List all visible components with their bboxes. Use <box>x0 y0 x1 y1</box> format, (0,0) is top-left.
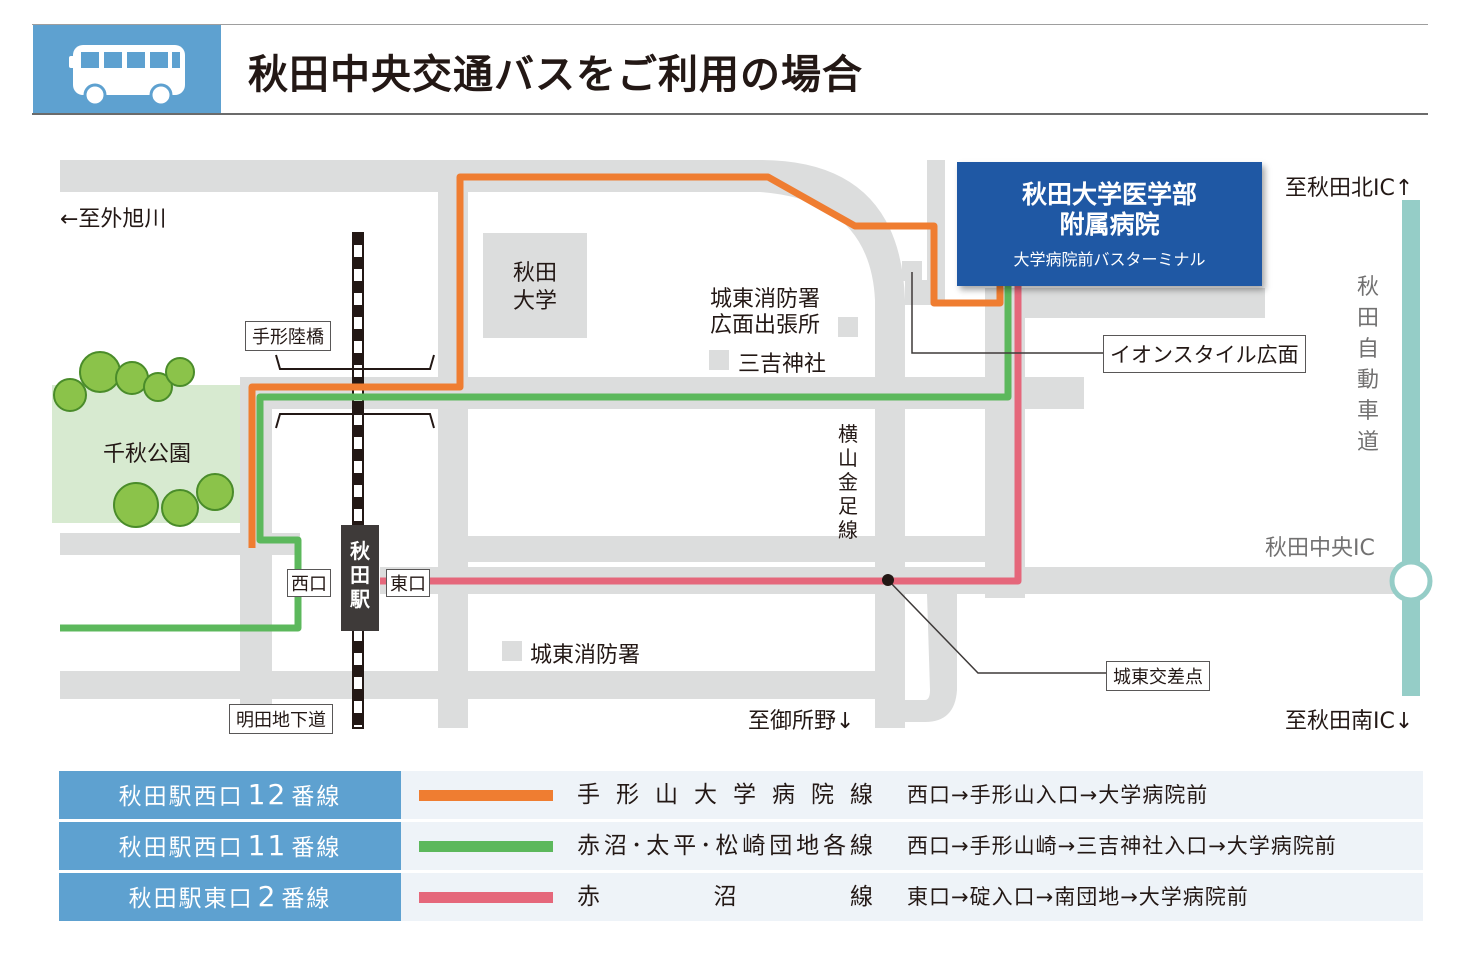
legend-line-name: 赤沼線 <box>577 884 873 910</box>
legend-line-name: 赤沼･太平･松崎団地各線 <box>577 833 873 859</box>
header-icon-box <box>33 25 221 113</box>
route-map <box>52 160 1433 729</box>
aeon-style-label: イオンスタイル広面 <box>1103 335 1306 373</box>
fire-branch-marker <box>838 317 858 337</box>
shrine-marker <box>709 350 729 370</box>
intersection-label: 城東交差点 <box>1106 661 1210 691</box>
expressway <box>1402 200 1420 696</box>
expressway-label: 秋田自動車道 <box>1356 275 1379 455</box>
hospital-box: 秋田大学医学部 附属病院 大学病院前バスターミナル <box>957 162 1262 286</box>
legend-line-name: 手形山大学病院線 <box>577 782 873 808</box>
bridge-label: 手形陸橋 <box>245 321 331 351</box>
bus-icon <box>69 45 185 107</box>
fire-branch-label: 城東消防署 広面出張所 <box>710 287 821 338</box>
orange-route <box>248 173 1004 548</box>
legend-pink-swatch <box>419 892 553 903</box>
direction-goshono: 至御所野↓ <box>748 709 855 734</box>
interchange-marker <box>1389 559 1433 603</box>
east-exit-label: 東口 <box>386 569 430 597</box>
legend-path: 西口→手形山入口→大学病院前 <box>907 783 1209 807</box>
header-rule-top <box>32 24 1428 25</box>
legend-orange-swatch <box>419 790 553 801</box>
fire-station-marker <box>502 641 522 661</box>
railway <box>352 232 364 729</box>
legend-path: 西口→手形山崎→三吉神社入口→大学病院前 <box>907 834 1337 858</box>
shrine-label: 三吉神社 <box>738 352 827 377</box>
akita-university-label: 秋田 大学 <box>513 261 558 314</box>
fire-station-label: 城東消防署 <box>530 643 641 668</box>
hospital-name: 秋田大学医学部 附属病院 <box>1021 180 1197 239</box>
direction-north-ic: 至秋田北IC↑ <box>1285 176 1414 201</box>
chuo-ic-label: 秋田中央IC <box>1265 536 1375 561</box>
aeon-marker <box>902 261 922 281</box>
west-exit-label: 西口 <box>287 569 331 597</box>
direction-sotoasahikawa: ←至外旭川 <box>60 207 167 232</box>
legend-green-swatch <box>419 841 553 852</box>
hospital-subtitle: 大学病院前バスターミナル <box>1013 250 1206 269</box>
green-route <box>60 286 1012 632</box>
pink-route <box>380 286 1022 585</box>
underpass-label: 明田地下道 <box>229 704 333 734</box>
header-rule-bottom <box>32 113 1428 115</box>
legend-path: 東口→碇入口→南団地→大学病院前 <box>907 885 1249 909</box>
road-network <box>60 160 1400 728</box>
direction-south-ic: 至秋田南IC↓ <box>1285 709 1414 734</box>
university-block <box>483 233 587 338</box>
yokoyama-line-label: 横山金足線 <box>838 422 858 542</box>
page-title: 秋田中央交通バスをご利用の場合 <box>248 52 863 98</box>
intersection-dot <box>882 574 894 586</box>
akita-station: 秋田駅 <box>341 525 379 631</box>
park-trees <box>53 351 234 528</box>
park-label: 千秋公園 <box>103 442 192 467</box>
